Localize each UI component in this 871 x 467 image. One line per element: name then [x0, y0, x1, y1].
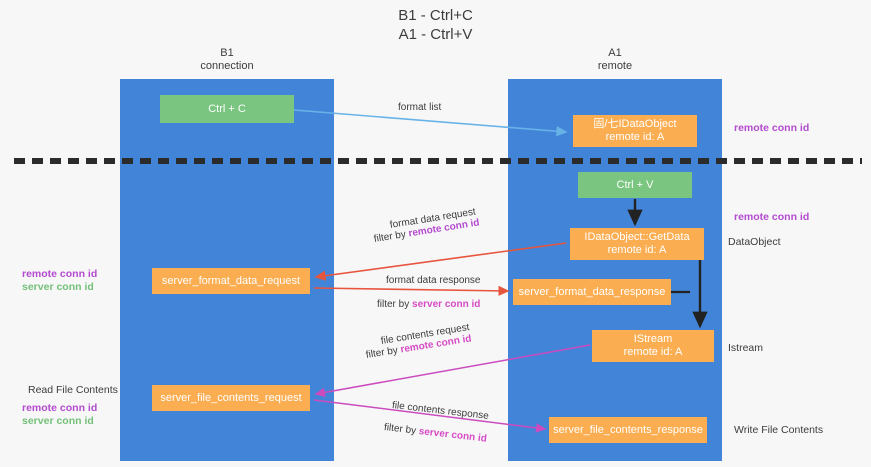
node-idataobject[interactable]: 固/七IDataObject remote id: A [573, 115, 697, 147]
filter-key-server-conn-id: server conn id [412, 299, 481, 310]
edge-format-data-request [314, 242, 567, 281]
node-istream[interactable]: IStream remote id: A [592, 330, 714, 362]
edge-format-list [293, 109, 568, 137]
edge-format-data-response [313, 285, 510, 296]
node-ctrl-v[interactable]: Ctrl + V [578, 172, 692, 198]
filter-prefix: filter by [377, 299, 413, 310]
label-istream: Istream [728, 342, 764, 354]
label-remote-conn-id-top: remote conn id [734, 122, 810, 134]
label-remote-conn-id-mid: remote conn id [734, 211, 810, 223]
label-dataobject: DataObject [728, 236, 781, 248]
label-left-server-conn-id-bottom: server conn id [22, 415, 94, 427]
label-left-conn-ids-bottom: remote conn id server conn id [22, 402, 97, 428]
label-left-conn-ids-mid: remote conn id server conn id [22, 268, 97, 294]
label-read-file-contents: Read File Contents [28, 384, 118, 396]
column-header-b1: B1 connection [200, 47, 254, 72]
edge-file-contents-request [314, 344, 591, 398]
label-left-remote-conn-id-bottom: remote conn id [22, 402, 98, 414]
node-idataobject-getdata[interactable]: IDataObject::GetData remote id: A [570, 228, 704, 260]
node-server-format-data-request[interactable]: server_format_data_request [152, 268, 310, 294]
label-left-server-conn-id-mid: server conn id [22, 281, 94, 293]
page-title: B1 - Ctrl+C A1 - Ctrl+V [398, 7, 473, 43]
label-write-file-contents: Write File Contents [734, 424, 824, 436]
node-server-file-contents-request[interactable]: server_file_contents_request [152, 385, 310, 411]
node-ctrl-c[interactable]: Ctrl + C [160, 95, 294, 123]
node-server-format-data-response[interactable]: server_format_data_response [513, 279, 671, 305]
label-left-remote-conn-id-mid: remote conn id [22, 268, 98, 280]
node-server-file-contents-response[interactable]: server_file_contents_response [549, 417, 707, 443]
edge-label-format-data-response: format data response [386, 275, 481, 286]
filter-prefix: filter by [383, 422, 420, 437]
edge-file-contents-response [313, 399, 547, 433]
column-header-a1: A1 remote [597, 47, 633, 72]
edge-label-format-list: format list [398, 102, 442, 113]
edge-label-format-data-response-filter: filter by server conn id [377, 298, 480, 311]
